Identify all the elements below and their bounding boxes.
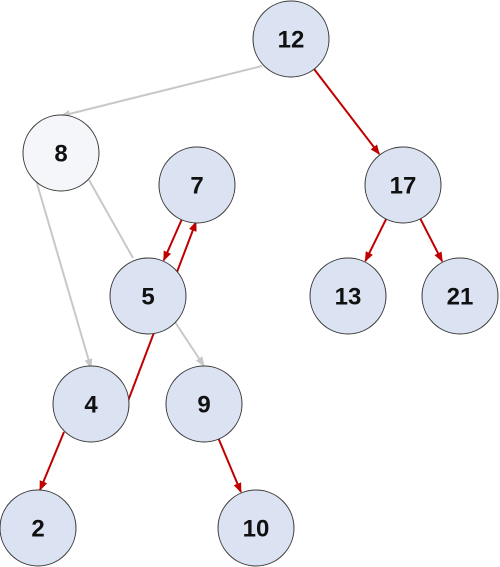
tree-node-21: 21 bbox=[421, 257, 499, 335]
node-label: 10 bbox=[243, 516, 270, 543]
tree-node-5: 5 bbox=[109, 257, 187, 335]
edge-8-to-5 bbox=[88, 179, 134, 259]
node-circle bbox=[421, 257, 499, 335]
node-label: 9 bbox=[197, 392, 210, 419]
edge-12-to-8 bbox=[60, 65, 263, 118]
tree-node-13: 13 bbox=[309, 257, 387, 335]
tree-node-12: 12 bbox=[252, 0, 330, 78]
tree-node-10: 10 bbox=[217, 489, 295, 567]
tree-node-4: 4 bbox=[52, 365, 130, 443]
node-label: 17 bbox=[390, 173, 417, 200]
tree-node-9: 9 bbox=[165, 365, 243, 443]
edge-5-to-9 bbox=[174, 321, 205, 367]
node-label: 5 bbox=[141, 284, 154, 311]
node-circle bbox=[109, 257, 187, 335]
edge-4-to-2 bbox=[39, 431, 65, 491]
node-label: 4 bbox=[84, 392, 98, 419]
edge-17-to-21 bbox=[419, 218, 444, 263]
tree-node-8: 8 bbox=[22, 114, 100, 192]
node-circle bbox=[22, 114, 100, 192]
node-label: 2 bbox=[31, 516, 44, 543]
node-label: 21 bbox=[447, 284, 474, 311]
node-label: 7 bbox=[190, 173, 203, 200]
tree-node-2: 2 bbox=[0, 489, 77, 567]
node-circle bbox=[52, 365, 130, 443]
node-circle bbox=[165, 365, 243, 443]
node-label: 8 bbox=[54, 141, 67, 168]
node-circle bbox=[158, 146, 236, 224]
edge-7-to-5 bbox=[162, 219, 183, 262]
node-circle bbox=[364, 146, 442, 224]
edge-8-to-4 bbox=[35, 179, 93, 369]
node-label: 13 bbox=[335, 284, 362, 311]
tree-node-7: 7 bbox=[158, 146, 236, 224]
node-circle bbox=[252, 0, 330, 78]
tree-node-17: 17 bbox=[364, 146, 442, 224]
node-circle bbox=[309, 257, 387, 335]
node-circle bbox=[0, 489, 77, 567]
edge-12-to-17 bbox=[313, 68, 381, 155]
node-label: 12 bbox=[278, 27, 305, 54]
node-circle bbox=[217, 489, 295, 567]
edge-9-to-10 bbox=[217, 438, 242, 493]
edge-17-to-13 bbox=[364, 218, 388, 262]
